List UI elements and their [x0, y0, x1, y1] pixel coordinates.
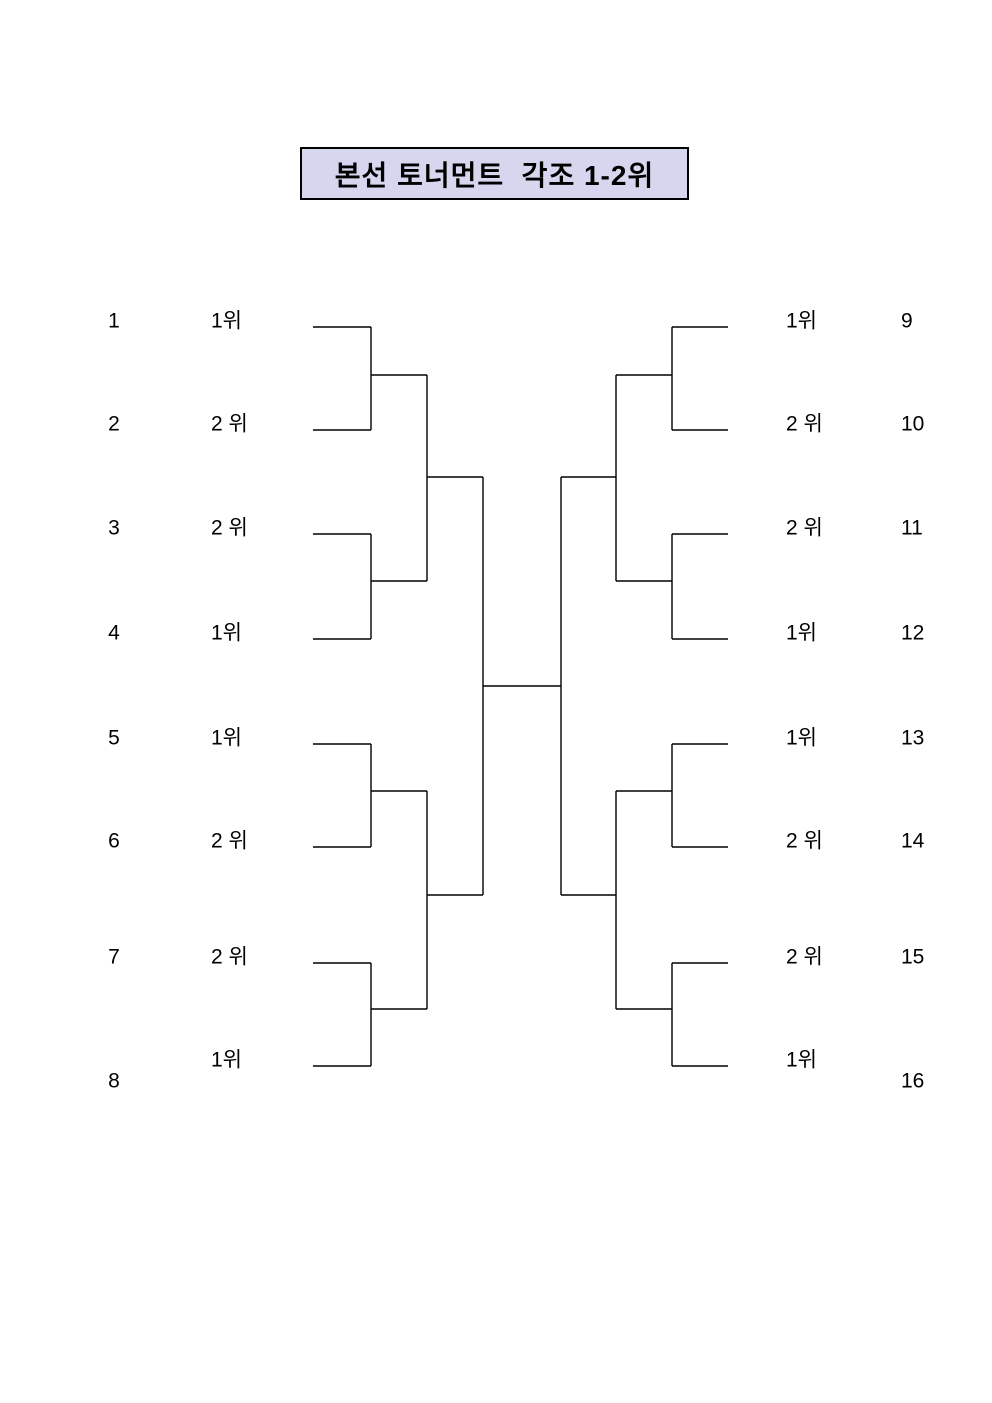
seed-number-3: 3: [108, 516, 120, 540]
rank-label-6: 2 위: [211, 829, 248, 853]
tournament-title: 본선 토너먼트 각조 1-2위: [334, 159, 655, 191]
seed-number-10: 10: [901, 412, 925, 436]
rank-label-2: 2 위: [211, 412, 248, 436]
seed-number-15: 15: [901, 945, 925, 969]
rank-label-1: 1위: [211, 309, 242, 333]
rank-label-10: 2 위: [786, 412, 823, 436]
seed-number-13: 13: [901, 726, 925, 750]
rank-label-5: 1위: [211, 726, 242, 750]
tournament-title-box: 본선 토너먼트 각조 1-2위: [300, 147, 689, 200]
rank-label-7: 2 위: [211, 945, 248, 969]
seed-number-5: 5: [108, 726, 120, 750]
seed-number-1: 1: [108, 309, 120, 333]
seed-number-4: 4: [108, 621, 120, 645]
rank-label-9: 1위: [786, 309, 817, 333]
rank-label-15: 2 위: [786, 945, 823, 969]
rank-label-11: 2 위: [786, 516, 823, 540]
rank-label-14: 2 위: [786, 829, 823, 853]
seed-number-6: 6: [108, 829, 120, 853]
seed-number-8: 8: [108, 1069, 120, 1093]
rank-label-16: 1위: [786, 1048, 817, 1072]
rank-label-8: 1위: [211, 1048, 242, 1072]
seed-number-9: 9: [901, 309, 913, 333]
rank-label-4: 1위: [211, 621, 242, 645]
seed-number-11: 11: [901, 516, 923, 540]
seed-number-12: 12: [901, 621, 925, 645]
seed-number-2: 2: [108, 412, 120, 436]
seed-number-14: 14: [901, 829, 925, 853]
seed-number-16: 16: [901, 1069, 925, 1093]
rank-label-3: 2 위: [211, 516, 248, 540]
rank-label-12: 1위: [786, 621, 817, 645]
rank-label-13: 1위: [786, 726, 817, 750]
bracket-connector-path: [313, 326, 728, 1067]
seed-number-7: 7: [108, 945, 120, 969]
